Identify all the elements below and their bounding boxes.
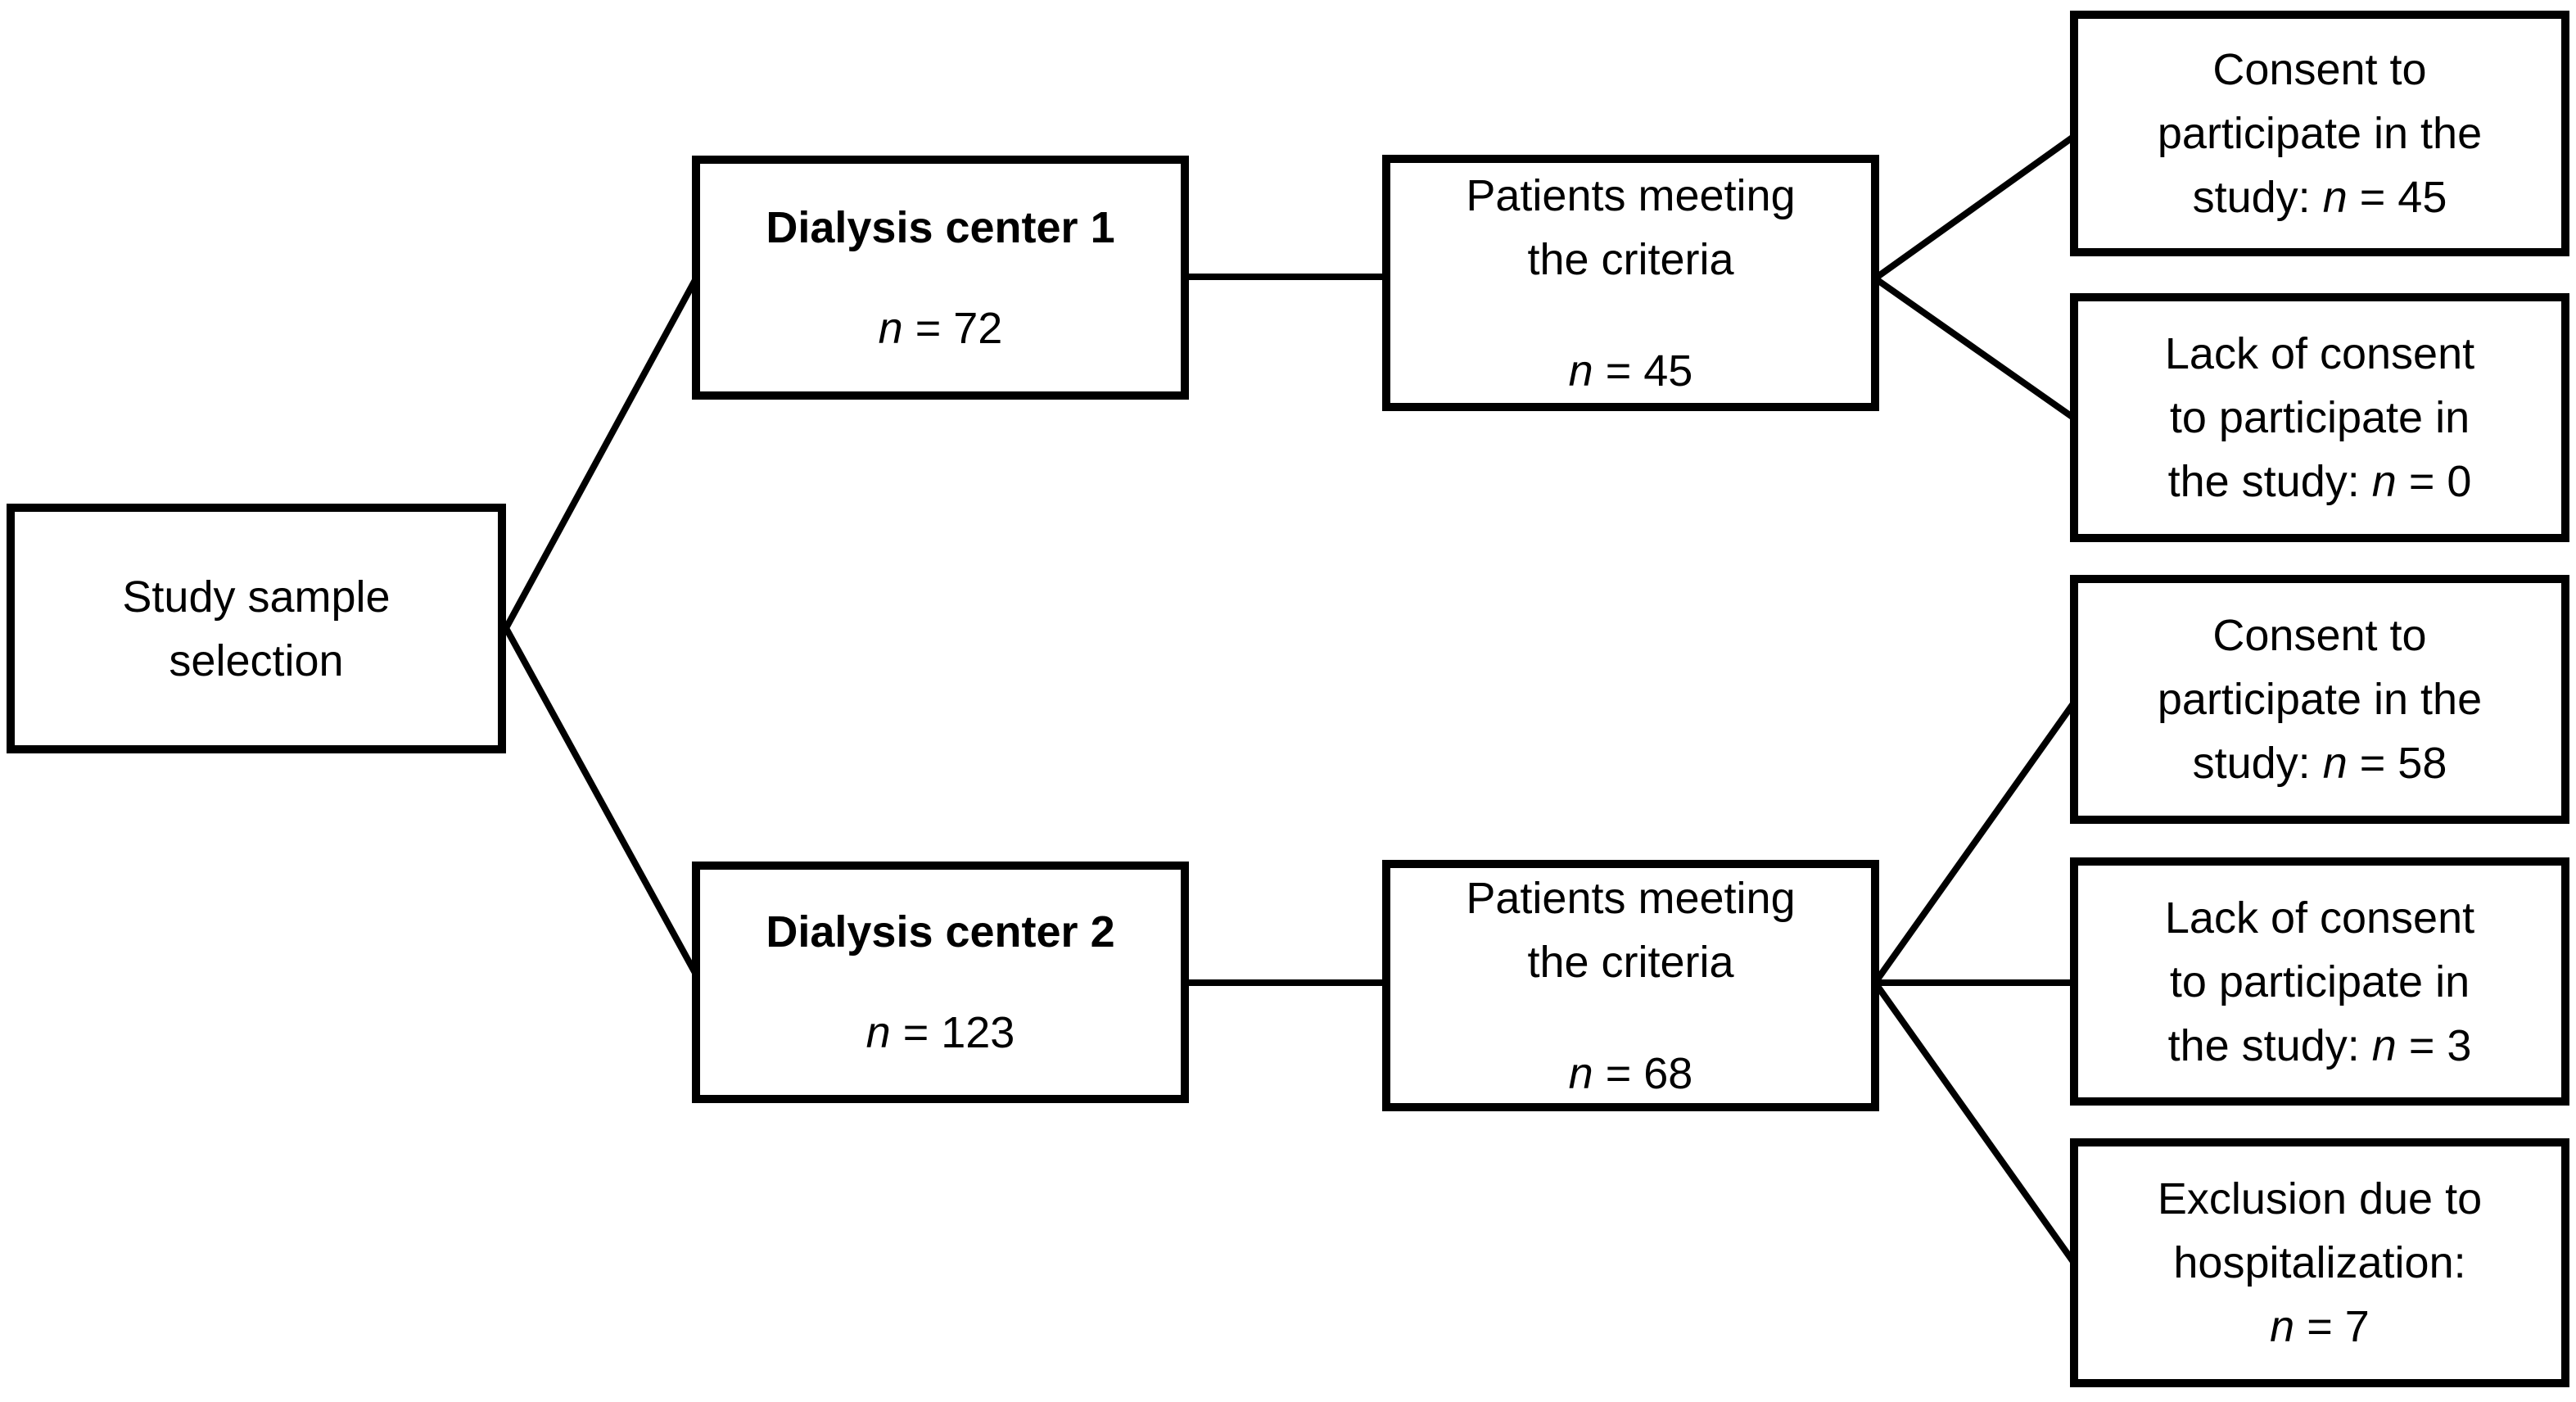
node-study-sample-selection: Study sample selection	[7, 504, 506, 753]
node-count: n = 123	[865, 1008, 1015, 1057]
node-consent-to-participate-1: Consent to participate in the study: n =…	[2070, 11, 2569, 256]
node-text-line: Consent to	[2212, 611, 2427, 660]
node-count: the study: n = 0	[2167, 457, 2472, 506]
node-count: n = 7	[2270, 1302, 2370, 1351]
node-text-line: Consent to	[2212, 45, 2427, 94]
node-title-line: the criteria	[1527, 234, 1734, 284]
node-patients-meeting-criteria-1: Patients meeting the criteria n = 45	[1382, 155, 1879, 411]
node-text-line: selection	[169, 635, 344, 685]
node-count: the study: n = 3	[2167, 1020, 2472, 1070]
node-count: study: n = 58	[2192, 739, 2447, 788]
edge-study-dialysis2	[503, 626, 699, 976]
edge-patients1-lack1	[1873, 275, 2078, 423]
edge-patients1-consent1	[1873, 132, 2078, 282]
node-title: Dialysis center 1	[766, 202, 1115, 252]
node-text-line: to participate in	[2169, 393, 2470, 442]
node-patients-meeting-criteria-2: Patients meeting the criteria n = 68	[1382, 860, 1879, 1111]
node-text-line: hospitalization:	[2173, 1238, 2466, 1287]
node-text-line: to participate in	[2169, 957, 2470, 1006]
node-title: Dialysis center 2	[766, 907, 1115, 957]
node-count: n = 72	[878, 303, 1003, 353]
node-text-line: participate in the	[2157, 109, 2483, 158]
node-text-line: Study sample	[122, 572, 391, 622]
node-text-line: Lack of consent	[2164, 893, 2475, 943]
node-count: n = 68	[1568, 1048, 1693, 1098]
node-text-line: participate in the	[2157, 675, 2483, 724]
edge-patients2-exclusion	[1872, 980, 2079, 1268]
node-dialysis-center-1: Dialysis center 1 n = 72	[692, 156, 1189, 400]
node-consent-to-participate-2: Consent to participate in the study: n =…	[2070, 575, 2569, 824]
edge-patients2-consent2	[1872, 698, 2079, 985]
node-title-line: Patients meeting	[1466, 873, 1796, 923]
node-title-line: Patients meeting	[1466, 170, 1796, 220]
node-title-line: the criteria	[1527, 937, 1734, 987]
node-lack-of-consent-2: Lack of consent to participate in the st…	[2070, 857, 2569, 1106]
node-lack-of-consent-1: Lack of consent to participate in the st…	[2070, 293, 2569, 542]
node-dialysis-center-2: Dialysis center 2 n = 123	[692, 862, 1189, 1103]
node-text-line: Lack of consent	[2164, 329, 2475, 378]
node-count: n = 45	[1568, 346, 1693, 396]
node-count: study: n = 45	[2192, 173, 2447, 222]
node-text-line: Exclusion due to	[2157, 1174, 2483, 1223]
node-exclusion-hospitalization: Exclusion due to hospitalization: n = 7	[2070, 1138, 2569, 1387]
edge-study-dialysis1	[503, 277, 699, 630]
